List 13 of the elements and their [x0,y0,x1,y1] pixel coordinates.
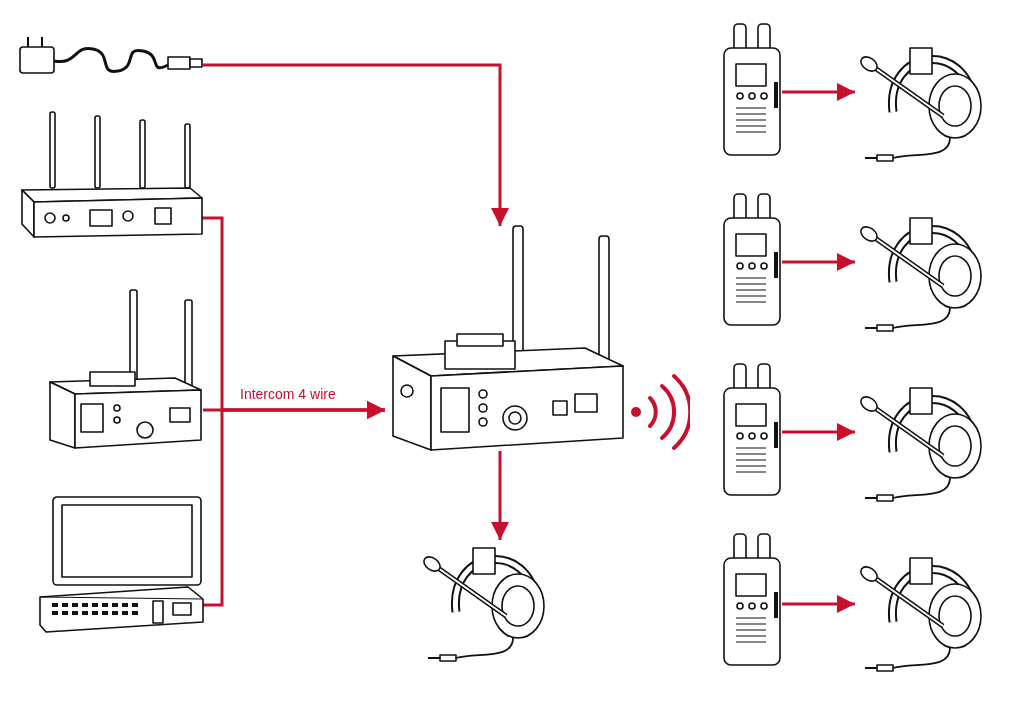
arrow [491,451,509,540]
arrow [782,423,855,441]
arrow [782,253,855,271]
beltpack-drawing [722,192,782,327]
beltpack-drawing [722,22,782,157]
arrow [203,401,385,607]
video-switcher-drawing [38,497,203,632]
edge-label: Intercom 4 wire [238,386,338,402]
arrow [782,83,855,101]
arrow [203,63,509,226]
beltpack-drawing [722,362,782,497]
arrow [782,595,855,613]
beltpack-drawing [722,532,782,667]
